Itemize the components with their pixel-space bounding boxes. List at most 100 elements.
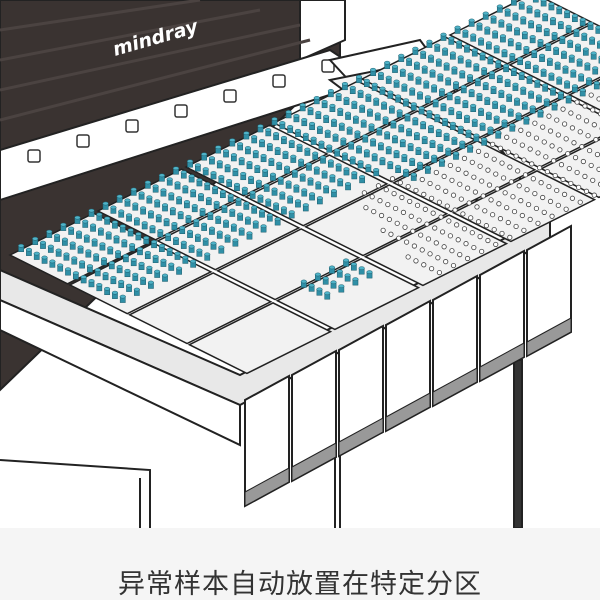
sample-rack[interactable] bbox=[127, 272, 273, 345]
rack-hole bbox=[583, 188, 590, 194]
tube-cap bbox=[357, 160, 364, 164]
tube-cap bbox=[324, 129, 331, 134]
tube-cap bbox=[337, 178, 344, 182]
rack-hole bbox=[377, 198, 383, 204]
rack-hole bbox=[386, 216, 392, 223]
tube-cap bbox=[287, 195, 294, 200]
tube-cap bbox=[322, 276, 329, 281]
rack-hole bbox=[521, 227, 527, 233]
tube-cap bbox=[102, 272, 109, 276]
sample-tube bbox=[532, 0, 539, 3]
tube-cap bbox=[309, 121, 316, 126]
tube-cap bbox=[133, 287, 140, 292]
button-icon[interactable] bbox=[27, 149, 41, 163]
tube-cap bbox=[161, 273, 169, 278]
tube-cap bbox=[341, 152, 348, 157]
tube-cap bbox=[135, 232, 142, 236]
tube-cap bbox=[463, 114, 470, 119]
tube-cap bbox=[535, 24, 542, 28]
tube-cap bbox=[190, 259, 197, 264]
rack-hole bbox=[446, 218, 452, 224]
rack-hole bbox=[591, 122, 597, 128]
tube-cap bbox=[75, 230, 83, 235]
tube-cap bbox=[512, 82, 519, 87]
tube-cap bbox=[426, 39, 433, 44]
rack-hole bbox=[546, 183, 552, 190]
button-icon[interactable] bbox=[272, 74, 286, 88]
tube-cap bbox=[406, 57, 413, 62]
sample-rack[interactable] bbox=[451, 170, 597, 243]
tube-cap bbox=[476, 92, 483, 97]
tube-cap bbox=[423, 80, 430, 85]
tube-cap bbox=[197, 193, 205, 197]
sample-rack[interactable] bbox=[508, 22, 600, 95]
tube-cap bbox=[484, 96, 491, 101]
caption-bar: 异常样本自动放置在特定分区 bbox=[0, 528, 600, 600]
tube-cap bbox=[498, 19, 505, 24]
tube-cap bbox=[384, 60, 391, 65]
tube-cap bbox=[501, 49, 508, 53]
button-icon[interactable] bbox=[125, 119, 139, 133]
tube-cap bbox=[116, 265, 123, 269]
tube-cap bbox=[279, 191, 286, 196]
tube-cap bbox=[85, 249, 92, 254]
rack-hole bbox=[405, 183, 411, 190]
tube-cap bbox=[521, 31, 528, 35]
tube-cap bbox=[308, 283, 315, 288]
tube-cap bbox=[271, 187, 278, 192]
tube-cap bbox=[476, 22, 483, 27]
tube-cap bbox=[537, 109, 544, 114]
tube-cap bbox=[496, 74, 503, 79]
tube-cap bbox=[335, 92, 342, 97]
rack-hole bbox=[574, 99, 580, 105]
sample-drawer[interactable] bbox=[0, 0, 600, 508]
rack-hole bbox=[490, 212, 496, 218]
tube-cap bbox=[532, 64, 539, 69]
button-icon[interactable] bbox=[76, 134, 90, 148]
tube-cap bbox=[513, 97, 521, 102]
panel-footer bbox=[526, 317, 572, 357]
tube-cap bbox=[565, 24, 572, 29]
sample-rack[interactable] bbox=[215, 228, 361, 301]
tube-cap bbox=[132, 272, 139, 277]
rack-hole bbox=[472, 189, 479, 195]
rack-hole bbox=[414, 202, 421, 208]
tube-cap bbox=[68, 226, 75, 231]
tube-cap bbox=[449, 51, 456, 56]
rack-hole bbox=[436, 199, 443, 205]
sample-rack[interactable] bbox=[187, 302, 333, 375]
tube-cap bbox=[210, 171, 217, 175]
housing-slats bbox=[0, 0, 311, 122]
tube-cap bbox=[379, 86, 386, 91]
tube-cap bbox=[446, 92, 453, 96]
tube-cap bbox=[138, 261, 145, 266]
tube-cap bbox=[538, 53, 546, 58]
rack-hole bbox=[400, 209, 407, 215]
power-icon[interactable] bbox=[321, 59, 335, 73]
rack-hole bbox=[530, 176, 536, 182]
tube-cap bbox=[160, 188, 167, 193]
tube-cap bbox=[518, 1, 525, 6]
sample-loader-illustration: mindray bbox=[0, 0, 600, 528]
tube-cap bbox=[350, 262, 357, 267]
tube-cap bbox=[299, 173, 306, 178]
tube-cap bbox=[143, 236, 150, 240]
tube-cap bbox=[204, 182, 211, 186]
rack-hole bbox=[479, 248, 485, 255]
tube-cap bbox=[133, 217, 140, 221]
button-icon[interactable] bbox=[174, 104, 188, 118]
tube-cap bbox=[479, 52, 486, 56]
tube-cap bbox=[407, 142, 414, 147]
tube-cap bbox=[196, 248, 203, 253]
tube-cap bbox=[60, 222, 67, 227]
tube-cap bbox=[567, 39, 574, 44]
tube-cap bbox=[140, 206, 147, 211]
tube-cap bbox=[579, 17, 586, 22]
tube-cap bbox=[41, 255, 48, 260]
tube-cap bbox=[269, 172, 277, 177]
tube-cap bbox=[144, 180, 151, 185]
button-icon[interactable] bbox=[223, 89, 237, 103]
tube-cap bbox=[305, 162, 312, 167]
rack-hole bbox=[558, 162, 565, 168]
tube-cap bbox=[238, 157, 245, 161]
